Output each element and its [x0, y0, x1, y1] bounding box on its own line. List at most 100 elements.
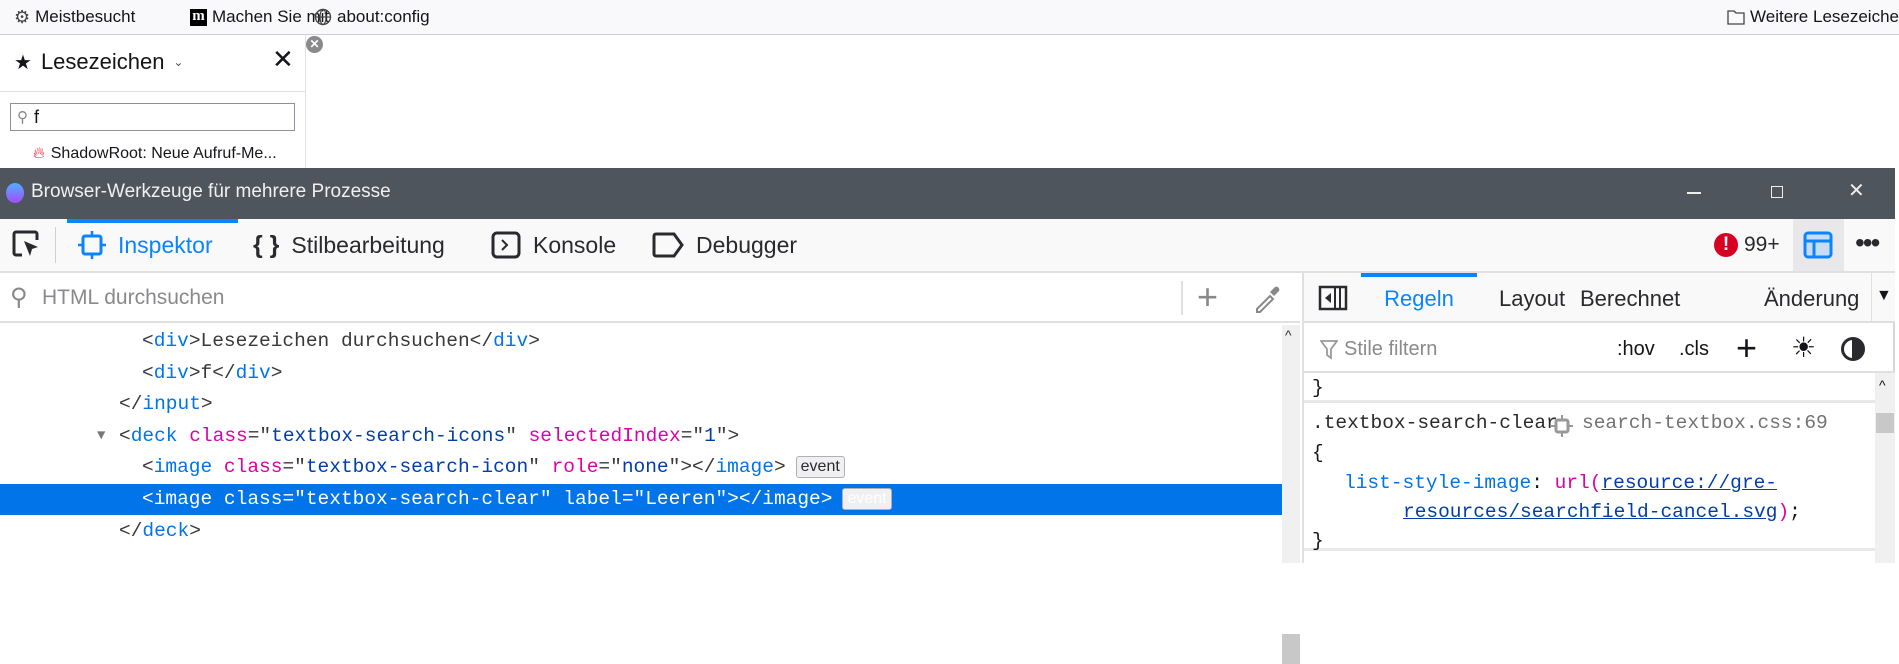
expand-toggle-icon[interactable]: ▼ [97, 427, 106, 444]
punctuation: </ [738, 488, 763, 510]
punctuation: < [142, 488, 154, 510]
sidebar-tabs: Regeln Layout Berechnet Änderung ▼ [1304, 273, 1895, 323]
colon: : [1531, 472, 1555, 494]
dark-scheme-icon[interactable] [1841, 337, 1865, 361]
text-node: Lesezeichen durchsuchen [200, 330, 470, 352]
url-link-continued[interactable]: resources/searchfield-cancel.svg [1403, 501, 1778, 523]
event-badge[interactable]: event [795, 456, 845, 479]
markup-node-selected[interactable]: <image class="textbox-search-clear" labe… [0, 484, 1282, 515]
punctuation: " [539, 488, 564, 510]
rule-source-link[interactable]: search-textbox.css:69 [1582, 412, 1828, 434]
sidebar-close-button[interactable]: ✕ [272, 44, 294, 74]
clear-icon[interactable]: ✕ [306, 36, 323, 53]
tab-selected-indicator [1361, 273, 1477, 277]
tab-style-editor[interactable]: { } Stilbearbeitung [253, 230, 445, 259]
url-function-close: ) [1777, 501, 1790, 523]
markup-node[interactable]: </input> [0, 389, 1282, 420]
light-scheme-icon[interactable]: ☀ [1791, 332, 1817, 363]
markup-scrollbar[interactable]: ^ [1282, 325, 1300, 664]
bookmark-machen-sie-mit[interactable]: m Machen Sie mit [190, 0, 329, 34]
gear-icon: ⚙ [14, 6, 31, 27]
tab-rules[interactable]: Regeln [1361, 273, 1477, 323]
eyedropper-icon[interactable] [1253, 283, 1281, 313]
filter-icon [1320, 340, 1338, 360]
html-search-input[interactable]: HTML durchsuchen [42, 286, 225, 309]
punctuation: > [200, 393, 213, 416]
braces-icon: { } [253, 230, 280, 259]
attr-value[interactable]: Leeren [645, 488, 716, 510]
punctuation: </ [469, 330, 494, 352]
pseudo-class-toggle[interactable]: :hov [1617, 338, 1655, 360]
punctuation: "> [715, 424, 740, 447]
punctuation: =" [598, 456, 622, 479]
node-highlight-icon[interactable] [1551, 415, 1573, 437]
add-rule-button[interactable]: + [1736, 327, 1758, 368]
tab-layout[interactable]: Layout [1499, 286, 1566, 311]
property-name[interactable]: list-style-image [1344, 472, 1532, 494]
punctuation: > [270, 361, 283, 384]
attr-value[interactable]: none [621, 456, 669, 479]
star-icon: ★ [14, 51, 32, 74]
css-rule: .textbox-search-clear search-textbox.css… [1304, 406, 1875, 552]
bookmark-meistbesucht[interactable]: ⚙ Meistbesucht [14, 6, 136, 27]
scrollbar-thumb[interactable] [1876, 413, 1894, 433]
more-options-icon[interactable]: ••• [1855, 227, 1880, 258]
bookmark-about-config[interactable]: about:config [314, 0, 430, 34]
bookmark-search-input[interactable]: ⚲ f [10, 103, 295, 131]
scroll-up-icon[interactable]: ^ [1879, 377, 1886, 393]
attr-name[interactable]: class [189, 424, 248, 447]
punctuation: > [528, 330, 540, 352]
bookmark-result-item[interactable]: 🔥︎ ShadowRoot: Neue Aufruf-Me... [33, 145, 277, 162]
attr-value[interactable]: textbox-search-icon [305, 456, 529, 479]
attr-name[interactable]: selectedIndex [528, 424, 681, 447]
picker-icon [12, 230, 39, 257]
class-toggle[interactable]: .cls [1679, 338, 1709, 360]
attr-value[interactable]: textbox-search-clear [305, 488, 540, 510]
url-link[interactable]: resource://gre- [1601, 472, 1777, 494]
markup-node[interactable]: <image class="textbox-search-icon" role=… [0, 452, 1282, 483]
rules-scrollbar[interactable]: ^ [1875, 373, 1895, 563]
attr-name[interactable]: role [551, 456, 599, 479]
other-bookmarks[interactable]: Weitere Lesezeichen [1727, 0, 1899, 34]
attr-name[interactable]: label [563, 488, 622, 510]
tag-name: image [762, 488, 821, 510]
toggle-split-console-button[interactable] [1793, 219, 1844, 271]
tabs-overflow-dropdown-icon[interactable]: ▼ [1876, 287, 1892, 304]
attr-name[interactable]: class [223, 456, 283, 479]
element-picker-button[interactable] [12, 230, 42, 260]
event-badge[interactable]: event [842, 488, 892, 510]
scroll-up-icon[interactable]: ^ [1285, 327, 1292, 343]
tag-name: image [153, 456, 213, 479]
styles-filter-input[interactable]: Stile filtern [1344, 338, 1438, 360]
attr-value[interactable]: 1 [704, 424, 716, 447]
tab-changes[interactable]: Änderung [1764, 286, 1860, 311]
punctuation: > [189, 519, 201, 542]
markup-node[interactable]: </deck> [0, 516, 1282, 547]
markup-node[interactable]: ▼<deck class="textbox-search-icons" sele… [0, 421, 1282, 452]
punctuation: < [142, 456, 154, 479]
markup-node[interactable]: <div>f</div> [0, 358, 1282, 389]
punctuation: < [142, 330, 154, 352]
error-icon: ! [1714, 233, 1738, 257]
scrollbar-thumb[interactable] [1282, 634, 1300, 664]
add-node-button[interactable]: + [1197, 276, 1219, 317]
rules-sidebar: Regeln Layout Berechnet Änderung ▼ Stile… [1302, 273, 1895, 563]
punctuation [178, 425, 190, 447]
mozilla-m-icon: m [190, 8, 207, 26]
minimize-button[interactable] [1687, 192, 1701, 194]
maximize-button[interactable] [1771, 186, 1783, 198]
error-count-button[interactable]: ! 99+ [1714, 219, 1780, 271]
window-close-button[interactable]: ✕ [1848, 180, 1865, 202]
tab-inspector[interactable]: Inspektor [67, 219, 238, 271]
attr-value[interactable]: textbox-search-icons [271, 424, 506, 447]
attr-name[interactable]: class [223, 488, 283, 510]
tab-computed[interactable]: Berechnet [1580, 286, 1681, 311]
tab-debugger[interactable]: Debugger [652, 219, 797, 271]
sidebar-switcher[interactable]: ★ Lesezeichen ⌄ [14, 49, 184, 74]
tab-console[interactable]: Konsole [491, 219, 616, 271]
previous-rule-close: } [1304, 373, 1875, 403]
toggle-pane-icon[interactable] [1318, 285, 1348, 311]
markup-node[interactable]: <div>Lesezeichen durchsuchen</div> [0, 326, 1282, 357]
punctuation: > [188, 330, 201, 352]
rules-filter-bar: Stile filtern :hov .cls + ☀ [1304, 325, 1895, 373]
